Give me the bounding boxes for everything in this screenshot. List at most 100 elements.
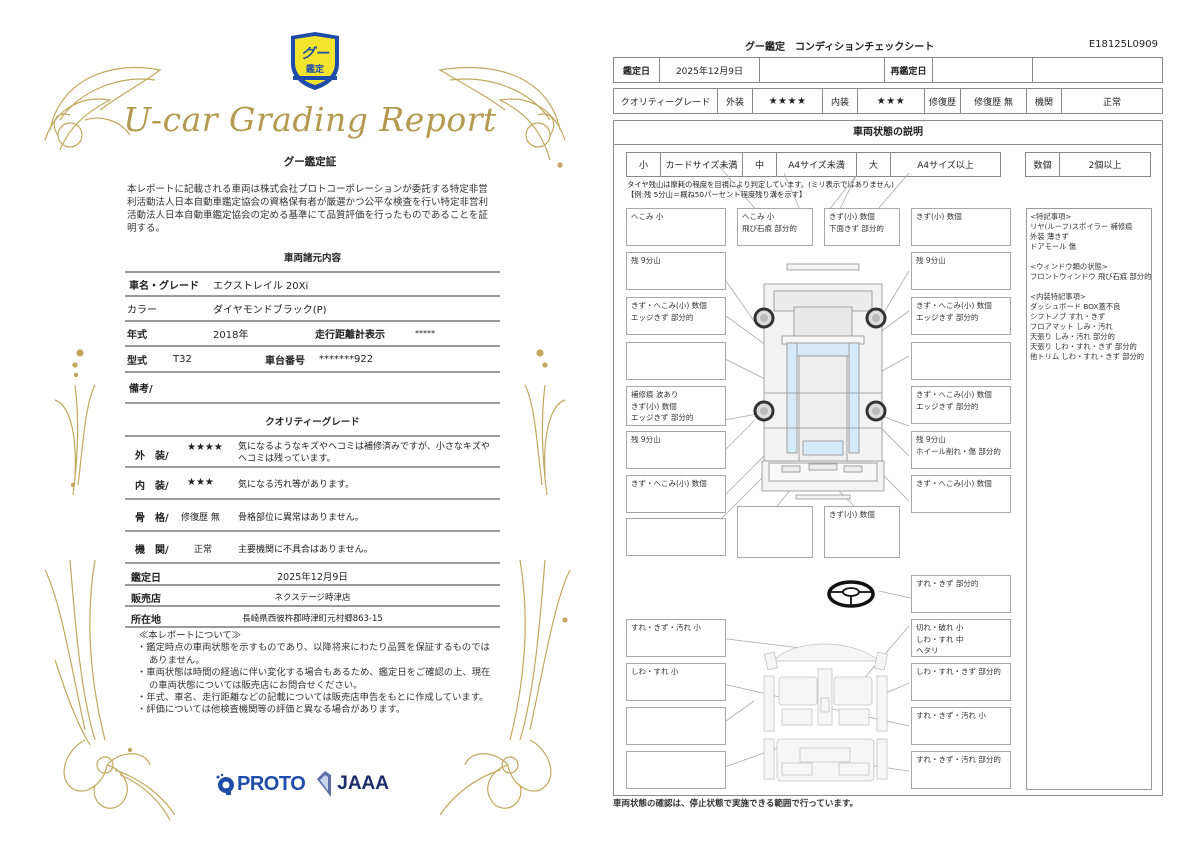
reinspect-value [932, 57, 1033, 83]
engine-label: 機関 [1026, 88, 1063, 114]
condition-text: きず・へこみ(小) 数個 [916, 301, 992, 310]
condition-text: しわ・すれ 小 [631, 667, 679, 676]
quality-grade: 正常 [194, 545, 213, 555]
shop-row-date: 鑑定日 2025年12月9日 [125, 564, 500, 586]
condition-text: きず(小) 数個 [916, 212, 962, 221]
condition-box-rear-seat-left [626, 751, 726, 789]
size-key: 小 [626, 152, 661, 177]
condition-text: きず(小) 数個 [631, 401, 677, 411]
condition-panel: 車両状態の説明 小 カードサイズ未満 中 A4サイズ未満 大 A4サイズ以上 数… [613, 120, 1163, 796]
blank-cell [1032, 57, 1163, 83]
condition-box-front-left: へこみ 小 [626, 208, 726, 246]
condition-text: きず(小) 数個 [829, 212, 875, 221]
condition-box-door-rear-left: 補修痕 波あり きず(小) 数個 エッジきず 部分的 [626, 386, 726, 426]
condition-box-fender-front-left: きず・へこみ(小) 数個 エッジきず 部分的 [626, 297, 726, 335]
remarks-line: フロアマット しみ・汚れ [1030, 322, 1113, 331]
remarks-line: 天張り しみ・汚れ 部分的 [1030, 332, 1115, 341]
size-desc: カードサイズ未満 [660, 152, 743, 177]
proto-logo-text: PROTO [237, 772, 306, 795]
condition-text: エッジきず 部分的 [916, 312, 979, 322]
specs-title: 車両諸元内容 [283, 253, 341, 264]
remarks-heading: <特記事項> [1030, 212, 1072, 221]
condition-box-tire-front-left: 残 9分山 [626, 252, 726, 290]
condition-text: きず・へこみ(小) 数個 [916, 390, 992, 399]
condition-box-front-right: きず(小) 数個 [911, 208, 1011, 246]
size-desc: A4サイズ以上 [890, 152, 1001, 177]
spec-row-model: 型式 T32 車台番号 *******922 [125, 347, 500, 373]
condition-text: きず・へこみ(小) 数個 [916, 479, 992, 488]
sheet-title: グー鑑定 コンディションチェックシート [745, 42, 935, 53]
condition-box-door-front-right [911, 342, 1011, 380]
condition-box-front-center: へこみ 小 飛び石痕 部分的 [737, 208, 813, 246]
quality-row-frame: 骨 格/ 修復歴 無 骨格部位に異常はありません。 [125, 500, 500, 532]
note-item: ・鑑定時点の車両状態を示すものであり、以降将来にわたり品質を保証するものではあり… [137, 642, 490, 666]
size-key: 大 [856, 152, 891, 177]
sheet-footnote: 車両状態の確認は、停止状態で実施できる範囲で行っています。 [613, 799, 859, 809]
spec-row-name: 車名・グレード エクストレイル 20Xi [125, 271, 500, 297]
remarks-line: 外装 薄きず [1030, 232, 1069, 241]
condition-box-tire-front-right: 残 9分山 [911, 252, 1011, 290]
condition-text: 切れ・破れ 小 [916, 623, 964, 632]
svg-text:グー: グー [301, 45, 330, 62]
spec-label: カラー [127, 305, 157, 316]
quality-label: 内 装/ [135, 481, 169, 492]
remarks-line: リヤ(ルーフ)スポイラー 補修痕 [1030, 222, 1133, 231]
reinspect-label: 再鑑定日 [884, 57, 933, 83]
remarks-line: 他トリム しわ・すれ・きず 部分的 [1030, 352, 1145, 361]
report-notes: ≪本レポートについて≫ ・鑑定時点の車両状態を示すものであり、以降将来にわたり品… [137, 630, 497, 717]
quality-desc: 主要機関に不具合はありません。 [238, 545, 373, 555]
shop-label: 販売店 [131, 594, 161, 605]
condition-box-front-bumper: きず(小) 数個 下面きず 部分的 [824, 208, 900, 246]
notes-title: ≪本レポートについて≫ [139, 630, 241, 641]
count-legend-table: 数個 2個以上 [1025, 152, 1151, 177]
dealer-name: ネクステージ時津店 [274, 593, 351, 603]
interior-grade: ★★★ [857, 88, 925, 114]
quality-grade: ★★★★ [187, 442, 223, 453]
tire-note: タイヤ残山は摩耗の程度を目視により判定しています。(ミリ表示ではありません) 【… [627, 180, 894, 199]
tire-note-line: タイヤ残山は摩耗の程度を目視により判定しています。(ミリ表示ではありません) [627, 180, 894, 189]
grading-certificate: グー 鑑定 U-car Grading Report グー鑑定証 本レポートに記… [44, 32, 571, 820]
quality-row-exterior: 外 装/ ★★★★ 気になるようなキズやヘコミは補修済みですが、小さなキズやヘコ… [125, 435, 500, 468]
spec-label: 年式 [127, 330, 147, 341]
exterior-label: 外装 [717, 88, 753, 114]
remarks-line: ドアモール 傷 [1030, 242, 1077, 251]
exterior-grade: ★★★★ [752, 88, 823, 114]
remarks-line: シフトノブ すれ・きず [1030, 312, 1106, 321]
condition-text: すれ・きず・汚れ 小 [916, 711, 986, 720]
condition-box-tire-rear-left: 残 9分山 [626, 431, 726, 469]
condition-text: 残 9分山 [631, 435, 661, 444]
condition-box-quarter-right: きず・へこみ(小) 数個 [911, 475, 1011, 513]
condition-text: ホイール削れ・傷 部分的 [916, 446, 1001, 456]
condition-box-door-trim-right: しわ・すれ・きず 部分的 [911, 663, 1011, 701]
remarks-line: ダッシュボード BOX蓋不良 [1030, 302, 1121, 311]
condition-text: ヘタリ [916, 646, 939, 655]
quality-label: 機 関/ [135, 545, 169, 556]
quality-label: クオリティーグレード [613, 88, 718, 114]
count-desc: 2個以上 [1059, 152, 1151, 177]
remarks-line: フロントウィンドウ 飛び石痕 部分的 [1030, 272, 1152, 281]
quality-title: クオリティーグレード [265, 417, 360, 428]
note-item: ・年式、車名、走行距離などの記載については販売店申告をもとに作成しています。 [137, 692, 489, 704]
shop-row-dealer: 販売店 ネクステージ時津店 [125, 586, 500, 607]
note-item: ・車両状態は時間の経過に伴い変化する場合もあるため、鑑定日をご確認の上、現在の車… [137, 667, 491, 691]
spec-value: ***** [415, 329, 435, 338]
certificate-intro: 本レポートに記載される車両は株式会社プロトコーポレーションが委託する特定非営利活… [127, 184, 489, 234]
certificate-subtitle: グー鑑定証 [283, 156, 337, 168]
size-legend-table: 小 カードサイズ未満 中 A4サイズ未満 大 A4サイズ以上 [626, 152, 1001, 177]
spec-value: 2018年 [213, 330, 249, 341]
exterior-car-diagram-icon [718, 165, 925, 782]
condition-text: すれ・きず・汚れ 小 [631, 623, 701, 632]
condition-box-console: すれ・きず・汚れ 小 [911, 707, 1011, 745]
tire-note-line: 【例:残 5分山＝概ね50パーセント程度残り溝を示す】 [627, 189, 807, 199]
condition-box-quarter-left: きず・へこみ(小) 数個 [626, 475, 726, 513]
condition-text: すれ・きず・汚れ 部分的 [916, 755, 1001, 764]
sheet-code: E18125L0909 [1088, 39, 1158, 50]
ornament-left-vine-icon [54, 349, 96, 496]
quality-grade: ★★★ [187, 477, 214, 488]
condition-box-rear-left-low [626, 518, 726, 556]
remarks-group-windows: <ウィンドウ類の状態> フロントウィンドウ 飛び石痕 部分的 [1030, 262, 1152, 282]
shop-label: 所在地 [131, 615, 161, 626]
note-item: ・評価については他検査機関等の評価と異なる場合があります。 [137, 704, 406, 716]
spec-label: 車名・グレード [129, 280, 199, 292]
svg-text:鑑定: 鑑定 [306, 63, 325, 75]
